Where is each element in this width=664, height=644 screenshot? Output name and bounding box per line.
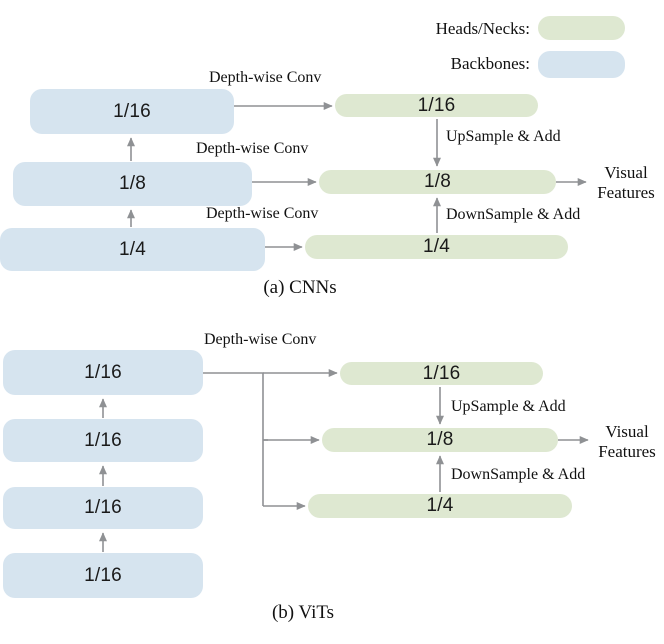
vit-backbone-box-1: 1/16 bbox=[3, 350, 203, 395]
legend-label-heads-necks: Heads/Necks: bbox=[435, 19, 530, 38]
legend-chip-heads-necks bbox=[538, 16, 625, 40]
cnn-output-label-line1: Visual bbox=[604, 163, 648, 182]
vit-output-label: Visual Features bbox=[590, 422, 664, 462]
cnn-panel-caption: (a) CNNs bbox=[263, 277, 337, 298]
cnn-head-box-1-16: 1/16 bbox=[335, 94, 538, 117]
cnn-upsample-add-label: UpSample & Add bbox=[446, 128, 561, 145]
cnn-backbone-box-1-8: 1/8 bbox=[13, 162, 252, 206]
vit-backbone-box-2: 1/16 bbox=[3, 419, 203, 462]
vit-conv-label-1: Depth-wise Conv bbox=[204, 331, 317, 348]
vit-head-box-1-4: 1/4 bbox=[308, 494, 572, 518]
cnn-conv-label-3: Depth-wise Conv bbox=[206, 205, 319, 222]
vit-branch-trunk bbox=[203, 372, 264, 506]
cnn-output-label: Visual Features bbox=[588, 163, 664, 203]
vit-upsample-add-label: UpSample & Add bbox=[451, 398, 566, 415]
legend-label-backbones: Backbones: bbox=[450, 54, 530, 73]
legend-chip-backbones bbox=[538, 51, 625, 78]
vit-backbone-box-4: 1/16 bbox=[3, 553, 203, 598]
vit-head-box-1-16: 1/16 bbox=[340, 362, 543, 385]
cnn-downsample-add-label: DownSample & Add bbox=[446, 206, 581, 223]
cnn-head-box-1-4: 1/4 bbox=[305, 235, 568, 259]
vit-backbone-box-3: 1/16 bbox=[3, 487, 203, 529]
cnn-head-box-1-8: 1/8 bbox=[319, 170, 556, 194]
vit-downsample-add-label: DownSample & Add bbox=[451, 466, 586, 483]
vit-panel-caption: (b) ViTs bbox=[271, 602, 335, 623]
vit-output-label-line1: Visual bbox=[605, 422, 649, 441]
cnn-backbone-box-1-4: 1/4 bbox=[0, 228, 265, 271]
vit-output-label-line2: Features bbox=[598, 442, 656, 462]
cnn-conv-label-2: Depth-wise Conv bbox=[196, 140, 309, 157]
vit-head-box-1-8: 1/8 bbox=[322, 428, 558, 452]
cnn-conv-label-1: Depth-wise Conv bbox=[209, 69, 322, 86]
cnn-backbone-box-1-16: 1/16 bbox=[30, 89, 234, 134]
cnn-output-label-line2: Features bbox=[597, 183, 655, 203]
